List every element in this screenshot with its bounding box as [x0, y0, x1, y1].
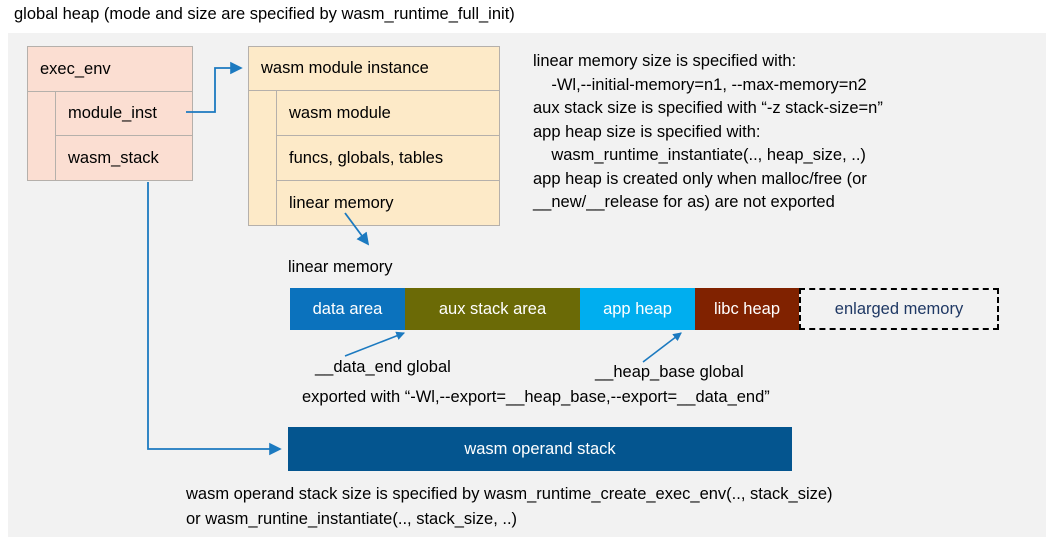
exec-env-box: exec_env module_inst wasm_stack	[27, 46, 193, 181]
wasm-operand-stack-box: wasm operand stack	[288, 427, 792, 471]
memory-segment-libc-heap: libc heap	[695, 288, 799, 330]
wasm-module-instance-box: wasm module instance wasm module funcs, …	[248, 46, 500, 226]
page-title: global heap (mode and size are specified…	[14, 5, 515, 23]
annotation-data-end: __data_end global	[315, 358, 451, 376]
exec-env-field-module-inst: module_inst	[55, 92, 192, 136]
linear-memory-label: linear memory	[288, 258, 393, 276]
annotation-exported-with: exported with “-Wl,--export=__heap_base,…	[302, 388, 770, 406]
memory-segment-data-area: data area	[290, 288, 405, 330]
memory-segment-app-heap: app heap	[580, 288, 695, 330]
module-instance-field-linear-memory: linear memory	[276, 181, 499, 226]
annotation-heap-base: __heap_base global	[595, 363, 744, 381]
memory-segment-aux-stack-area: aux stack area	[405, 288, 580, 330]
exec-env-field-wasm-stack: wasm_stack	[55, 136, 192, 180]
module-instance-field-funcs-globals-tables: funcs, globals, tables	[276, 136, 499, 181]
exec-env-title: exec_env	[28, 47, 192, 92]
memory-segment-enlarged-memory: enlarged memory	[799, 288, 999, 330]
module-instance-title: wasm module instance	[249, 47, 499, 91]
module-instance-field-wasm-module: wasm module	[276, 91, 499, 136]
linear-memory-notes: linear memory size is specified with: -W…	[533, 52, 883, 211]
linear-memory-bar: data area aux stack area app heap libc h…	[290, 288, 999, 330]
operand-stack-notes: wasm operand stack size is specified by …	[186, 485, 833, 528]
